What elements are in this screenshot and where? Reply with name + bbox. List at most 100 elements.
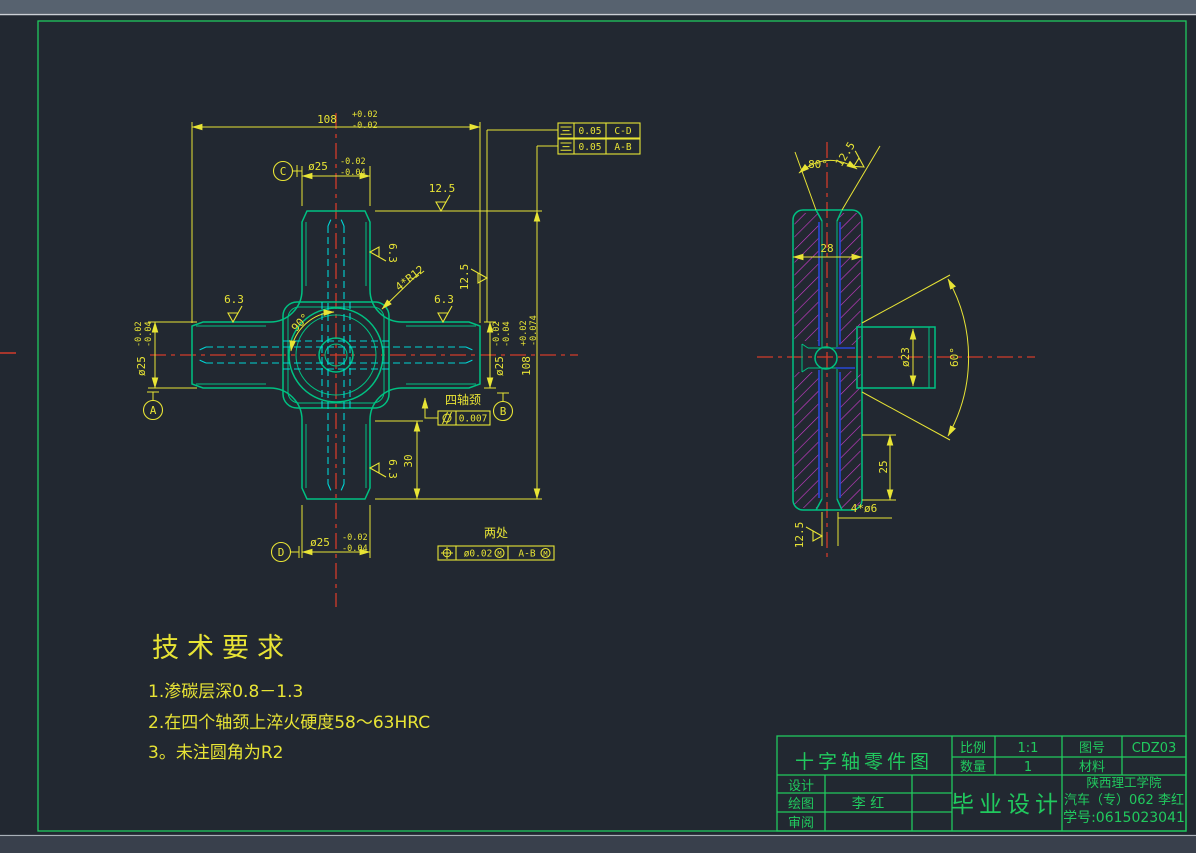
dim-dia-top-tol-up: -0.02: [340, 157, 366, 167]
chamfer-angle-label: 80°: [808, 158, 828, 171]
window-top-bar: [0, 0, 1196, 14]
svg-text:30: 30: [402, 454, 415, 467]
sheet-border-frame: [37, 20, 1187, 832]
dim-overall-width: 108: [317, 113, 337, 126]
svg-text:M: M: [543, 550, 547, 558]
svg-text:6.3: 6.3: [434, 293, 454, 306]
svg-text:B: B: [500, 405, 507, 418]
design-label: 设计: [788, 779, 814, 794]
symmetry-icon: [560, 126, 572, 135]
dim-dia-bottom-tol-up: -0.02: [342, 533, 368, 543]
center-boss-outline: [282, 301, 390, 409]
dim-arc-axis-angle: [289, 309, 335, 352]
class-info: 汽车（专）062 李红: [1064, 792, 1184, 808]
svg-text:-0.04: -0.04: [502, 321, 512, 347]
svg-text:+0.02: +0.02: [519, 320, 529, 346]
svg-text:0.05: 0.05: [579, 142, 602, 153]
dim-overall-width-tol-up: +0.02: [352, 110, 378, 120]
tech-requirements: 技术要求 1.渗碳层深0.8－1.3 2.在四个轴颈上淬火硬度58～63HRC …: [148, 633, 430, 763]
mmc-modifier-icon: [540, 547, 551, 559]
drafter-name: 李 红: [852, 796, 884, 812]
fillet-note: 4*R12: [393, 263, 427, 294]
roughness-symbol: 12.5: [833, 140, 870, 172]
school-name: 陕西理工学院: [1086, 775, 1162, 790]
svg-text:12.5: 12.5: [833, 140, 858, 169]
svg-text:108: 108: [520, 356, 533, 376]
svg-text:-0.02: -0.02: [492, 321, 502, 347]
svg-text:ø25: ø25: [135, 356, 148, 376]
svg-text:12.5: 12.5: [429, 182, 456, 195]
roughness-symbol: 6.3: [369, 243, 399, 263]
dim-overall-height: 108 +0.02 -0.074: [519, 315, 539, 376]
svg-text:0.007: 0.007: [459, 414, 488, 425]
roughness-symbol: 12.5: [458, 264, 488, 291]
svg-text:C-D: C-D: [614, 126, 631, 137]
svg-text:25: 25: [877, 460, 890, 473]
draft-label: 绘图: [788, 797, 814, 812]
roughness-symbol: 6.3: [369, 459, 399, 479]
bore-lining-blue: [818, 222, 855, 498]
dim-arc-chamfer-angle: [798, 159, 858, 174]
dim-dia-left: ø25 -0.02 -0.04: [134, 321, 154, 376]
qty-label: 数量: [960, 760, 986, 775]
center-hole-inner: [324, 343, 348, 367]
svg-text:6.3: 6.3: [386, 243, 399, 263]
center-circle-mid: [295, 314, 377, 396]
datum-a: A: [142, 391, 164, 421]
svg-text:ø25: ø25: [493, 356, 506, 376]
hub-width-label: 28: [820, 242, 833, 255]
section-hatching: [794, 213, 861, 508]
svg-text:D: D: [278, 546, 285, 559]
cross-inner-lines: [196, 222, 476, 488]
roughness-symbol: 12.5: [793, 522, 823, 549]
svg-text:M: M: [497, 550, 501, 558]
svg-text:A-B: A-B: [614, 142, 631, 153]
hidden-oil-passages: [196, 216, 476, 494]
dim-dia-right: ø25 -0.02 -0.04: [492, 321, 512, 376]
material-label: 材料: [1079, 760, 1105, 775]
part-name: 十字轴零件图: [795, 751, 933, 773]
drawing-no-value: CDZ03: [1132, 741, 1177, 756]
side-section-view: 80° 28 ø23 60° 25 4*ø6 12.5 12.5: [757, 140, 1035, 562]
svg-text:0.05: 0.05: [579, 126, 602, 137]
symmetry-icon: [560, 142, 572, 151]
qty-value: 1: [1024, 760, 1032, 775]
gdt-symmetry-frame-cd: 0.05 C-D: [557, 122, 641, 139]
svg-text:12.5: 12.5: [793, 522, 806, 549]
center-hole-outer: [318, 337, 354, 373]
bore-walls: [821, 221, 838, 499]
svg-text:A-B: A-B: [518, 549, 535, 560]
project-name: 毕业设计: [951, 792, 1063, 818]
cone-angle-label: 60°: [948, 347, 961, 367]
svg-text:C: C: [280, 165, 287, 178]
dim-dia-top-tol-low: -0.04: [340, 168, 366, 178]
title-block: 十字轴零件图 比例 1:1 图号 CDZ03 数量 1 材料 设计 绘图 审阅 …: [776, 735, 1187, 832]
scale-label: 比例: [960, 741, 986, 756]
oil-holes-label: 4*ø6: [851, 502, 878, 515]
svg-text:ø23: ø23: [899, 347, 912, 367]
gdt-symmetry-frame-ab: 0.05 A-B: [557, 138, 641, 155]
dim-arc-cone-angle: [947, 278, 970, 437]
dim-seat-length: 30: [402, 454, 415, 467]
status-bar: [0, 836, 1196, 853]
center-boss-inner: [287, 306, 385, 404]
roughness-symbol: 12.5: [429, 182, 456, 212]
position-icon: [440, 546, 454, 560]
svg-text:12.5: 12.5: [458, 264, 471, 291]
tech-requirement-item: 2.在四个轴颈上淬火硬度58～63HRC: [148, 713, 430, 733]
mmc-modifier-icon: [494, 547, 505, 559]
svg-text:两处: 两处: [484, 526, 508, 540]
datum-d: D: [270, 541, 300, 563]
svg-text:4*R12: 4*R12: [393, 263, 427, 294]
fillet-leader: [381, 271, 421, 310]
roughness-symbol: 6.3: [434, 293, 454, 323]
svg-text:90°: 90°: [289, 311, 312, 334]
tech-requirement-item: 1.渗碳层深0.8－1.3: [148, 682, 303, 702]
svg-text:-0.04: -0.04: [144, 321, 154, 347]
scale-value: 1:1: [1018, 741, 1039, 756]
roughness-symbol: 6.3: [224, 293, 244, 323]
journal-dia-label: ø23: [899, 347, 912, 367]
journal-stub-outline: [856, 326, 936, 389]
